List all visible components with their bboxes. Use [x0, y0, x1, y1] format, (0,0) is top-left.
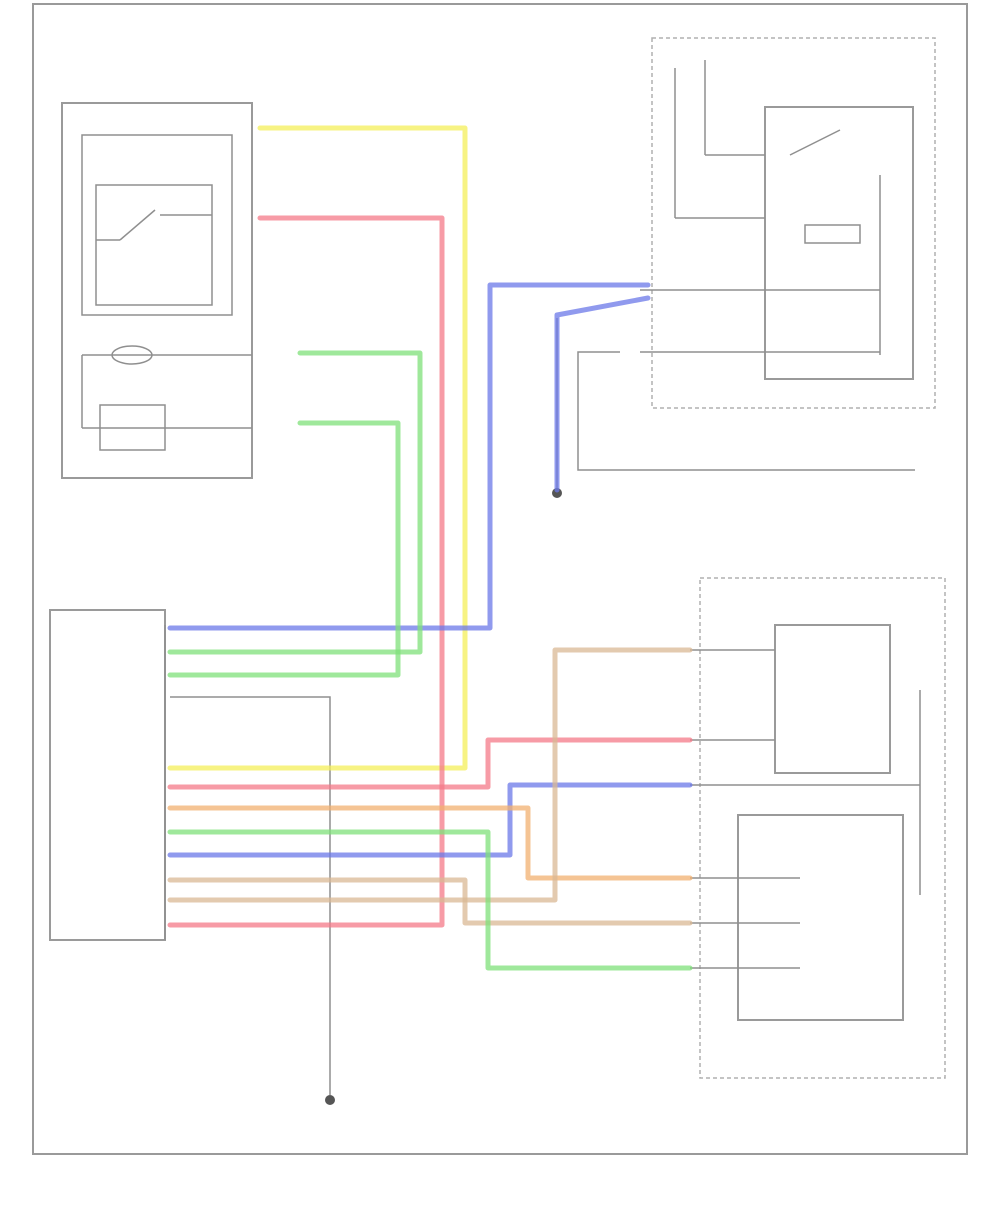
door-lock-assembly: [690, 577, 946, 1079]
ground-terminal-icon: [552, 488, 562, 498]
hood-switch-assembly: [61, 102, 253, 479]
wire-green-key-lock: [167, 350, 423, 655]
wire-green-alarm: [167, 829, 693, 971]
wire-orange-horn: [167, 805, 693, 881]
wire-blue-battery: [167, 282, 651, 631]
wire-red-light: [167, 215, 445, 928]
wire-yellow-hood: [167, 125, 468, 771]
wire-green-key-unlock: [167, 420, 401, 678]
ignition-relay-box: [640, 37, 936, 409]
wire-blue-lock: [167, 782, 693, 858]
bcm-ground-icon: [325, 1095, 335, 1105]
body-control-module: [49, 609, 166, 941]
wire-tan-module: [167, 647, 693, 903]
bcm-ground-wire: [170, 696, 331, 1095]
diagram-frame: [32, 3, 968, 1155]
wire-tan-switch: [167, 877, 693, 926]
wire-pink-unlock: [167, 737, 693, 790]
relay-ground-wire: [577, 351, 915, 471]
wire-harness: [167, 125, 693, 971]
wire-blue-relay-ground: [554, 295, 651, 493]
